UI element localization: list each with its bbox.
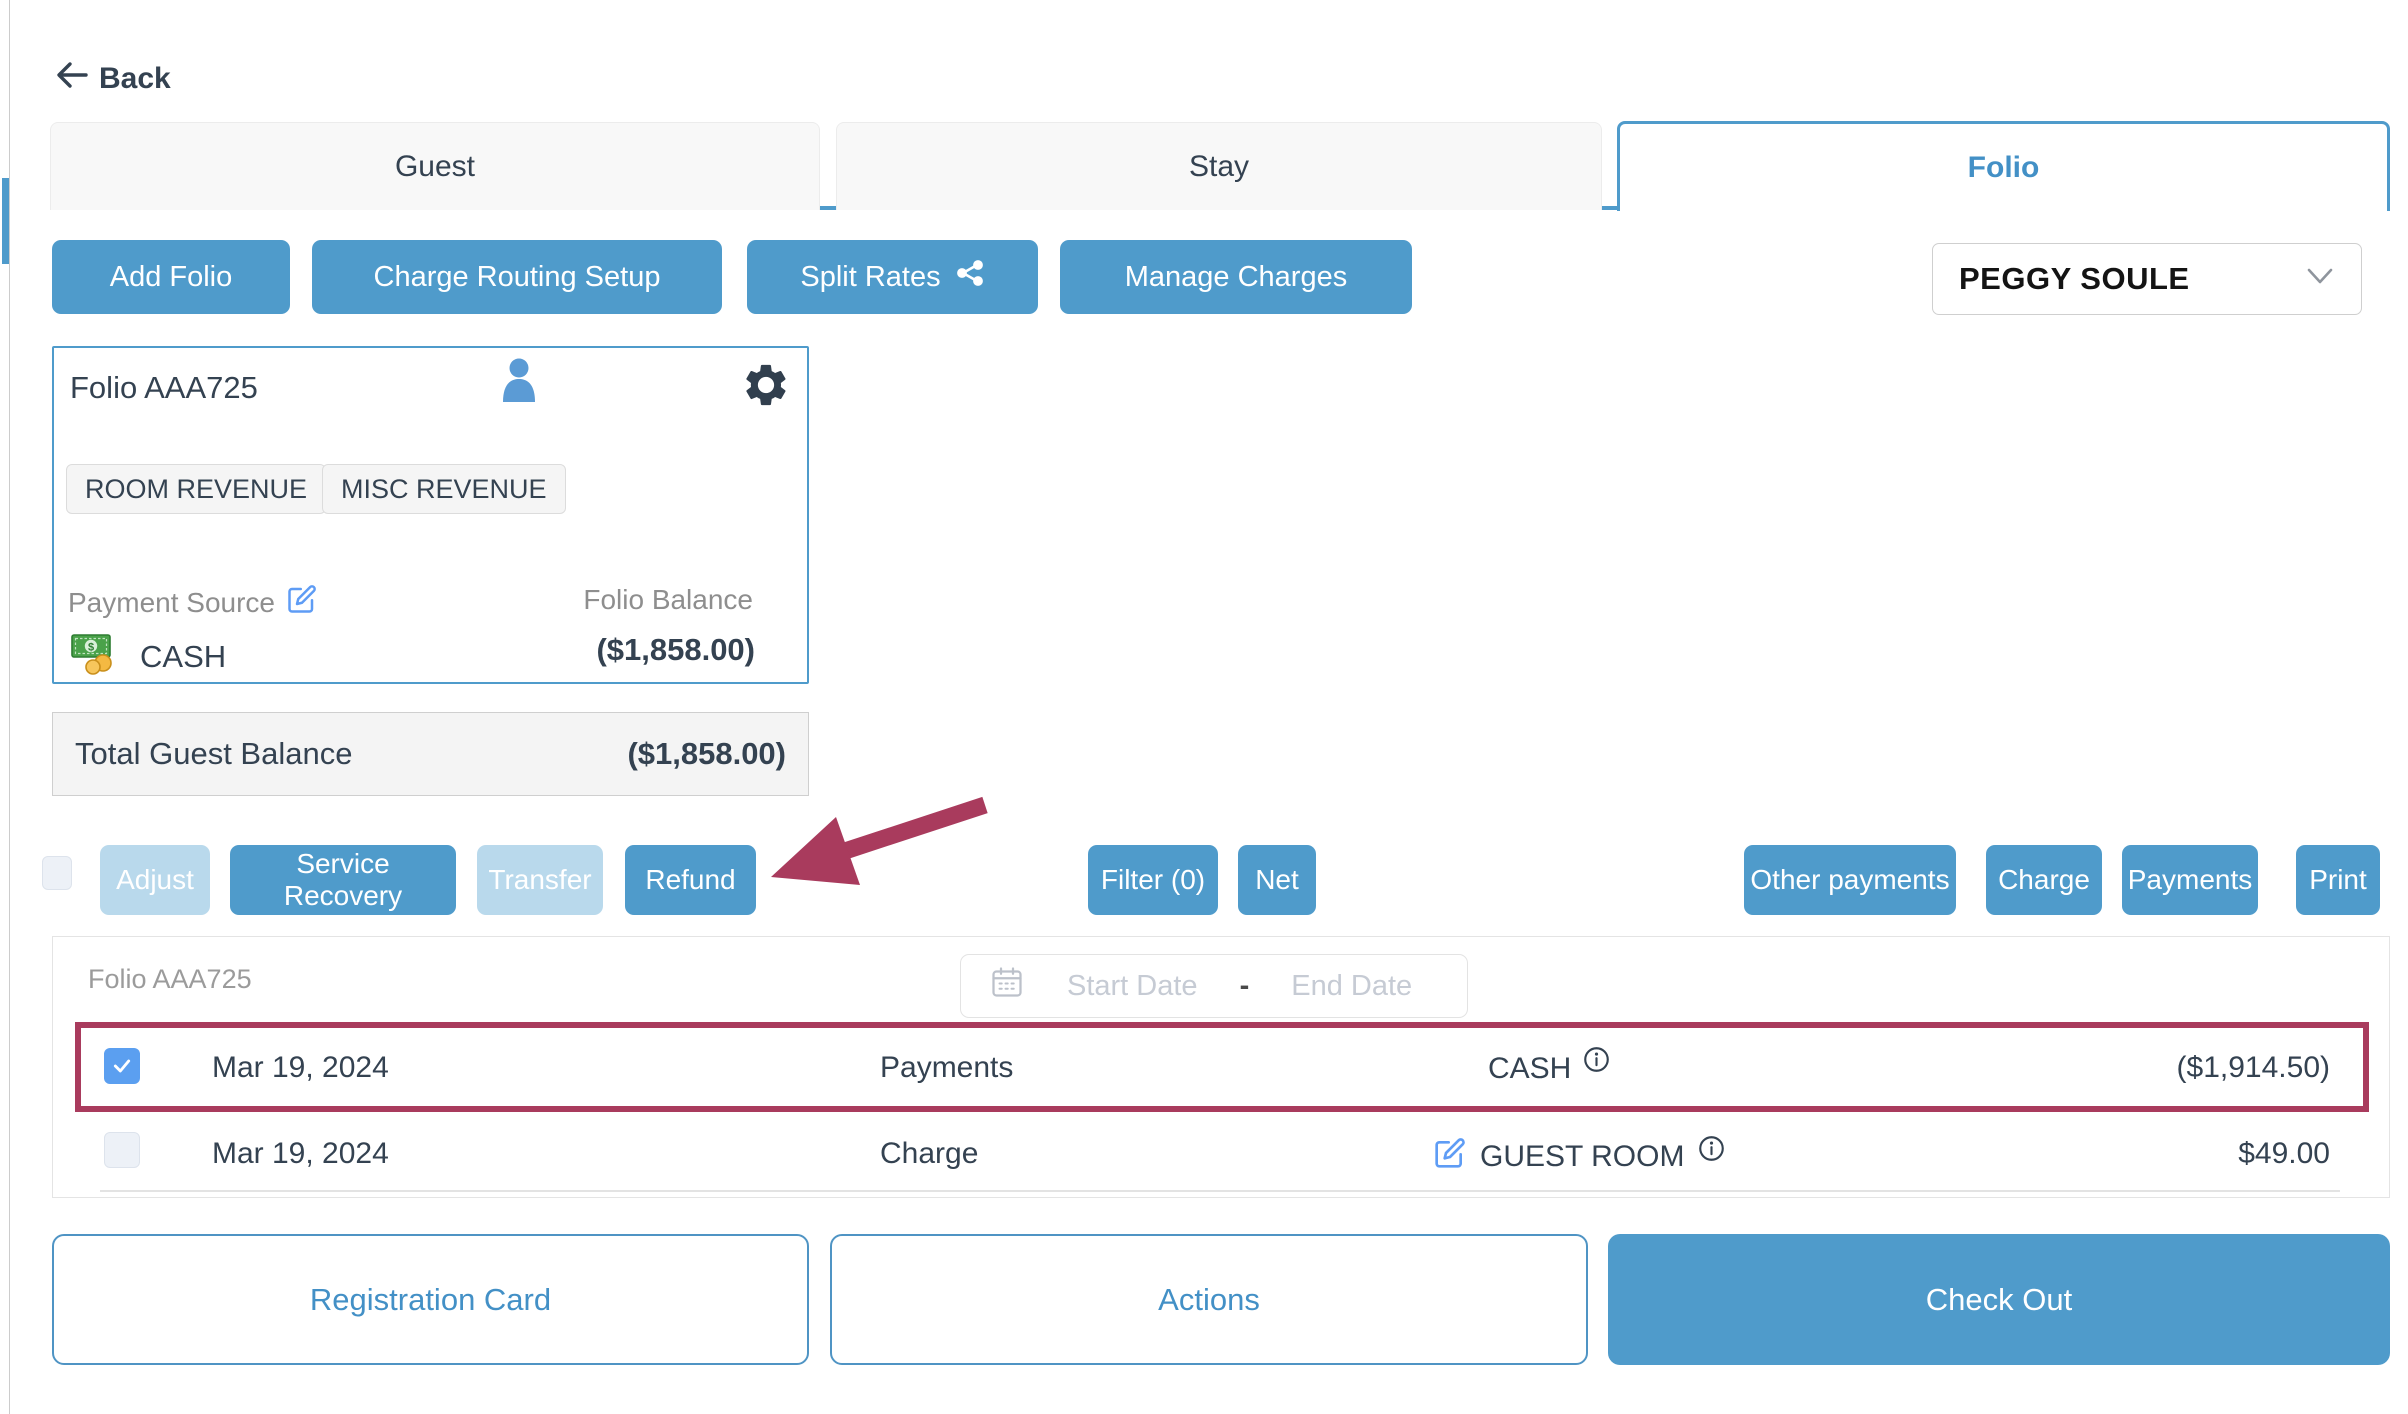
date-range-picker[interactable]: Start Date - End Date	[960, 954, 1468, 1018]
print-button[interactable]: Print	[2296, 845, 2380, 915]
folio-card: Folio AAA725 ROOM REVENUE MISC REVENUE P…	[52, 346, 809, 684]
split-rates-label: Split Rates	[800, 260, 941, 293]
adjust-button[interactable]: Adjust	[100, 845, 210, 915]
tab-underline	[50, 206, 1617, 210]
chevron-down-icon	[2305, 267, 2335, 292]
calendar-icon	[989, 964, 1025, 1008]
guest-person-icon[interactable]	[496, 356, 542, 409]
tab-folio[interactable]: Folio	[1617, 121, 2390, 211]
annotation-arrow	[745, 793, 995, 898]
other-payments-button[interactable]: Other payments	[1744, 845, 1956, 915]
row-description-text: CASH	[1488, 1051, 1572, 1085]
tab-stay[interactable]: Stay	[836, 122, 1602, 210]
total-guest-balance-label: Total Guest Balance	[75, 736, 353, 771]
info-icon[interactable]	[1698, 1135, 1725, 1170]
tab-guest[interactable]: Guest	[50, 122, 820, 210]
payment-source-value-row: $ CASH	[70, 630, 226, 684]
transfer-button[interactable]: Transfer	[477, 845, 603, 915]
registration-card-button[interactable]: Registration Card	[52, 1234, 809, 1365]
payment-source-label: Payment Source	[68, 586, 275, 618]
sidebar-scroll-indicator	[2, 178, 9, 264]
actions-button[interactable]: Actions	[830, 1234, 1588, 1365]
charge-routing-setup-button[interactable]: Charge Routing Setup	[312, 240, 722, 314]
row-checkbox-payments[interactable]	[104, 1048, 140, 1084]
service-recovery-button[interactable]: Service Recovery	[230, 845, 456, 915]
tab-stay-label: Stay	[1188, 149, 1250, 183]
cash-money-icon: $	[70, 630, 120, 684]
payment-source-value: CASH	[140, 639, 227, 674]
row-description: GUEST ROOM	[1434, 1135, 1725, 1177]
start-date-placeholder: Start Date	[1067, 969, 1198, 1002]
select-all-checkbox[interactable]	[42, 856, 72, 890]
row-checkbox-charge[interactable]	[104, 1132, 140, 1168]
row-date: Mar 19, 2024	[212, 1137, 389, 1170]
split-rates-button[interactable]: Split Rates	[747, 240, 1038, 314]
payments-button[interactable]: Payments	[2122, 845, 2258, 915]
total-guest-balance-value: ($1,858.00)	[627, 736, 786, 771]
row-divider	[100, 1190, 2340, 1192]
row-amount: $49.00	[2238, 1137, 2330, 1170]
svg-text:$: $	[88, 641, 94, 653]
tag-misc-revenue: MISC REVENUE	[322, 464, 566, 514]
back-label: Back	[99, 62, 171, 95]
gear-icon[interactable]	[741, 360, 791, 415]
info-icon[interactable]	[1583, 1046, 1610, 1081]
tab-folio-label: Folio	[1967, 150, 2040, 184]
row-description-text: GUEST ROOM	[1480, 1140, 1685, 1173]
back-arrow-icon	[55, 60, 89, 98]
payment-source-label-row: Payment Source	[68, 584, 317, 621]
edit-payment-source-icon[interactable]	[287, 584, 317, 621]
add-folio-button[interactable]: Add Folio	[52, 240, 290, 314]
row-date: Mar 19, 2024	[212, 1051, 389, 1084]
guest-selector-value: PEGGY SOULE	[1959, 261, 2190, 296]
folio-balance-value: ($1,858.00)	[596, 632, 755, 667]
edit-charge-icon[interactable]	[1434, 1137, 1466, 1177]
back-button[interactable]: Back	[55, 60, 171, 98]
charge-button[interactable]: Charge	[1986, 845, 2102, 915]
date-separator: -	[1239, 969, 1250, 1002]
net-button[interactable]: Net	[1238, 845, 1316, 915]
end-date-placeholder: End Date	[1291, 969, 1413, 1002]
check-out-button[interactable]: Check Out	[1608, 1234, 2390, 1365]
panel-edge-line	[9, 0, 10, 1414]
refund-button[interactable]: Refund	[625, 845, 756, 915]
share-icon	[955, 258, 985, 296]
folio-balance-label: Folio Balance	[583, 584, 753, 615]
row-description: CASH	[1488, 1047, 1610, 1086]
manage-charges-button[interactable]: Manage Charges	[1060, 240, 1412, 314]
filter-button[interactable]: Filter (0)	[1088, 845, 1218, 915]
tab-guest-label: Guest	[394, 149, 476, 183]
row-amount: ($1,914.50)	[2176, 1051, 2330, 1084]
row-type: Charge	[880, 1137, 979, 1170]
total-guest-balance-bar: Total Guest Balance ($1,858.00)	[52, 712, 809, 796]
tag-room-revenue: ROOM REVENUE	[66, 464, 327, 514]
folio-card-title: Folio AAA725	[70, 370, 258, 405]
guest-selector[interactable]: PEGGY SOULE	[1932, 243, 2362, 315]
row-type: Payments	[880, 1051, 1014, 1084]
transactions-folio-label: Folio AAA725	[88, 964, 252, 994]
